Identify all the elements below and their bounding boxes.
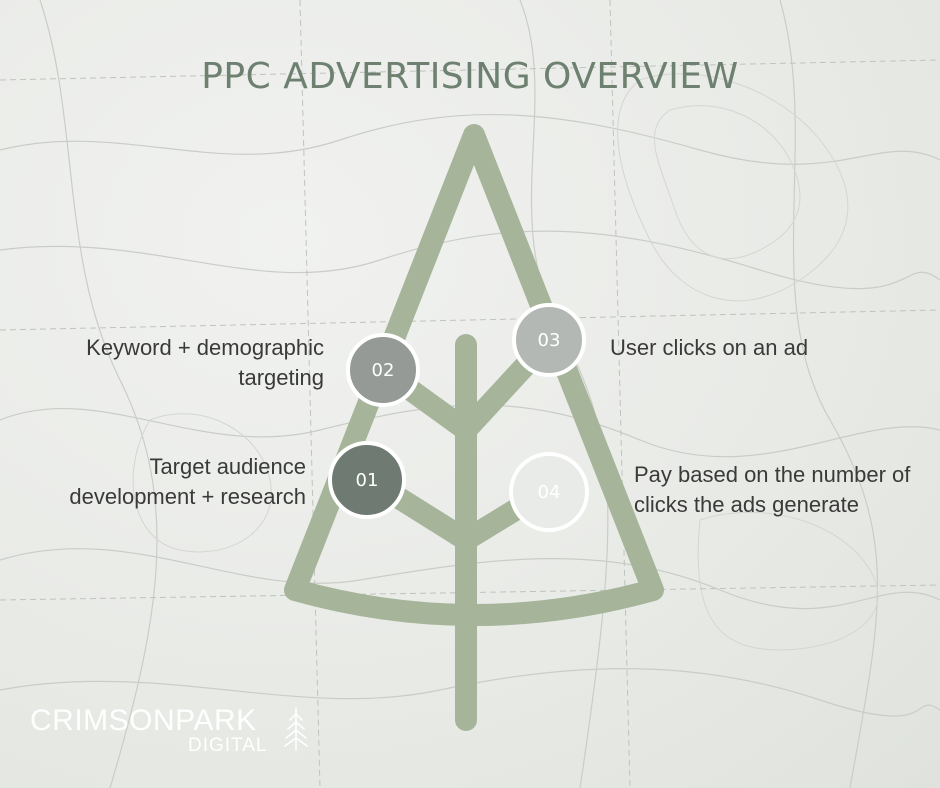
step-02-label-line-2: targeting	[238, 365, 324, 390]
step-01-node: 01	[328, 441, 406, 519]
crimsonpark-logo: CRIMSONPARK DIGITAL	[30, 704, 308, 756]
step-02-node: 02	[346, 333, 420, 407]
step-02-number: 02	[371, 359, 395, 381]
logo-main-text: CRIMSONPARK	[30, 704, 257, 737]
step-04-node: 04	[509, 452, 589, 532]
step-01-label-line-1: Target audience	[149, 454, 306, 479]
step-03-node: 03	[512, 303, 586, 377]
step-01-number: 01	[355, 469, 379, 491]
step-04-number: 04	[537, 481, 561, 503]
step-04-label-line-1: Pay based on the number of	[634, 462, 911, 487]
step-03-label: User clicks on an ad	[610, 333, 808, 363]
step-03-number: 03	[537, 329, 561, 351]
step-01-label: Target audience development + research	[69, 452, 306, 512]
step-01-label-line-2: development + research	[69, 484, 306, 509]
page-title: PPC ADVERTISING OVERVIEW	[201, 56, 739, 97]
step-02-label-line-1: Keyword + demographic	[86, 335, 324, 360]
step-04-label: Pay based on the number of clicks the ad…	[634, 460, 910, 520]
logo-sub-text: DIGITAL	[188, 735, 268, 756]
step-03-label-line-1: User clicks on an ad	[610, 335, 809, 360]
step-02-label: Keyword + demographic targeting	[86, 333, 324, 393]
step-04-label-line-2: clicks the ads generate	[634, 492, 860, 517]
pine-tree-icon	[284, 707, 308, 751]
